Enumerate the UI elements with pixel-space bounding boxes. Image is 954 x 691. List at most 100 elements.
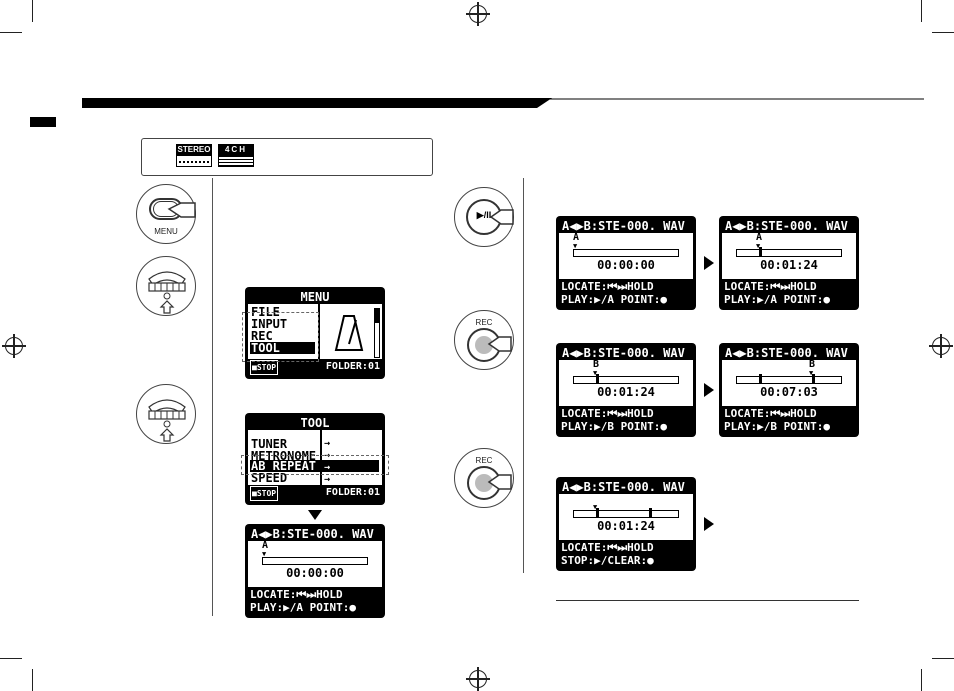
scrollbar[interactable] xyxy=(374,308,380,358)
tool-item-tuner[interactable]: TUNER xyxy=(251,437,288,451)
locate-hint: LOCATE:⏮⏭HOLD xyxy=(561,541,654,554)
playhead-icon: ▼ xyxy=(262,550,267,558)
stereo-mode-icon: STEREO xyxy=(176,144,212,170)
timeline-bar xyxy=(262,557,368,565)
playhead-icon: ▼ xyxy=(756,242,761,250)
position-marker xyxy=(596,374,599,384)
locate-hint: LOCATE:⏮⏭HOLD xyxy=(724,407,817,420)
menu-item-rec[interactable]: REC xyxy=(251,329,273,343)
playhead-icon: ▼ xyxy=(593,369,598,377)
registration-mark-icon xyxy=(466,2,490,26)
divider xyxy=(523,178,524,573)
play-pause-button[interactable]: ▶/II xyxy=(454,187,514,247)
4ch-mode-icon: 4CH xyxy=(218,144,254,170)
timeline-bar xyxy=(573,249,679,257)
scroll-dial-up[interactable] xyxy=(136,384,196,444)
folder-label: FOLDER:01 xyxy=(325,487,380,498)
point-label: B xyxy=(809,359,816,370)
finger-press-icon xyxy=(487,336,512,352)
tool-item-speed[interactable]: SPEED xyxy=(251,471,288,485)
screen-title: A◀▶B:STE-000. WAV xyxy=(559,480,693,494)
crop-mark xyxy=(932,32,954,33)
right-arrow-icon xyxy=(704,517,714,531)
playhead-icon: ▼ xyxy=(593,503,598,511)
right-arrow-icon xyxy=(704,383,714,397)
point-label: A xyxy=(573,232,580,243)
finger-press-icon xyxy=(167,202,196,218)
divider xyxy=(212,178,213,616)
action-hint: PLAY:▶/A POINT:● xyxy=(724,293,830,306)
crop-mark xyxy=(0,658,22,659)
crop-mark xyxy=(32,669,33,691)
registration-mark-icon xyxy=(466,667,490,691)
screen-title: A◀▶B:STE-000. WAV xyxy=(722,219,856,233)
crop-mark xyxy=(932,658,954,659)
locate-hint: LOCATE:⏮⏭HOLD xyxy=(250,588,343,601)
screen-title: A◀▶B:STE-000. WAV xyxy=(722,346,856,360)
scroll-dial-up[interactable] xyxy=(136,256,196,316)
menu-button[interactable]: MENU xyxy=(136,184,196,244)
timeline-bar xyxy=(573,508,679,518)
locate-hint: LOCATE:⏮⏭HOLD xyxy=(724,280,817,293)
locate-hint: LOCATE:⏮⏭HOLD xyxy=(561,407,654,420)
point-label: A xyxy=(756,232,763,243)
position-marker xyxy=(596,508,599,518)
screen-title: A◀▶B:STE-000. WAV xyxy=(559,219,693,233)
menu-item-input[interactable]: INPUT xyxy=(251,317,288,331)
action-hint: STOP:▶/CLEAR:● xyxy=(561,554,654,567)
metronome-icon xyxy=(334,315,364,351)
crop-mark xyxy=(921,0,922,22)
selection-highlight xyxy=(241,455,389,475)
timeline-bar xyxy=(736,247,842,257)
action-hint: PLAY:▶/A POINT:● xyxy=(250,601,356,614)
finger-press-icon xyxy=(489,209,514,225)
time-counter: 00:00:00 xyxy=(286,566,344,580)
tool-lcd-screen: TOOL TUNER METRONOME AB REPEAT SPEED →→→… xyxy=(245,413,385,505)
time-counter: 00:00:00 xyxy=(597,258,655,272)
crop-mark xyxy=(921,669,922,691)
right-arrow-icon xyxy=(704,256,714,270)
tool-item-ab-repeat[interactable]: AB REPEAT xyxy=(250,460,379,472)
crop-mark xyxy=(32,0,33,22)
header-bar xyxy=(82,98,924,108)
screen-title: A◀▶B:STE-000. WAV xyxy=(559,346,693,360)
point-label: A xyxy=(262,540,269,551)
stop-label: ■STOP xyxy=(250,486,279,501)
position-marker xyxy=(812,374,815,384)
rec-dot-icon xyxy=(475,336,493,354)
time-counter: 00:01:24 xyxy=(760,258,818,272)
time-counter: 00:01:24 xyxy=(597,519,655,533)
point-label: B xyxy=(593,359,600,370)
rec-button[interactable]: REC xyxy=(454,310,514,370)
time-counter: 00:01:24 xyxy=(597,385,655,399)
action-hint: PLAY:▶/B POINT:● xyxy=(561,420,667,433)
footnote-rule xyxy=(556,600,859,601)
crop-mark xyxy=(0,32,22,33)
rec-dot-icon xyxy=(475,474,493,492)
folder-label: FOLDER:01 xyxy=(325,361,380,372)
position-marker xyxy=(759,247,762,257)
selection-highlight xyxy=(242,312,319,362)
screen-title: TOOL xyxy=(248,416,382,430)
screen-title: A◀▶B:STE-000. WAV xyxy=(248,527,382,541)
dial-icon xyxy=(148,271,186,314)
screen-title: MENU xyxy=(248,290,382,304)
registration-mark-icon xyxy=(929,334,953,358)
mode-box: STEREO 4CH xyxy=(141,138,433,176)
position-marker xyxy=(649,508,652,518)
timeline-bar xyxy=(573,374,679,384)
dial-icon xyxy=(148,399,186,442)
rec-button[interactable]: REC xyxy=(454,448,514,508)
action-hint: PLAY:▶/B POINT:● xyxy=(724,420,830,433)
finger-press-icon xyxy=(487,474,512,490)
timeline-bar xyxy=(736,374,842,384)
registration-mark-icon xyxy=(2,334,26,358)
menu-item-tool[interactable]: TOOL xyxy=(250,342,315,354)
down-arrow-icon xyxy=(308,510,322,520)
position-marker xyxy=(759,374,762,384)
